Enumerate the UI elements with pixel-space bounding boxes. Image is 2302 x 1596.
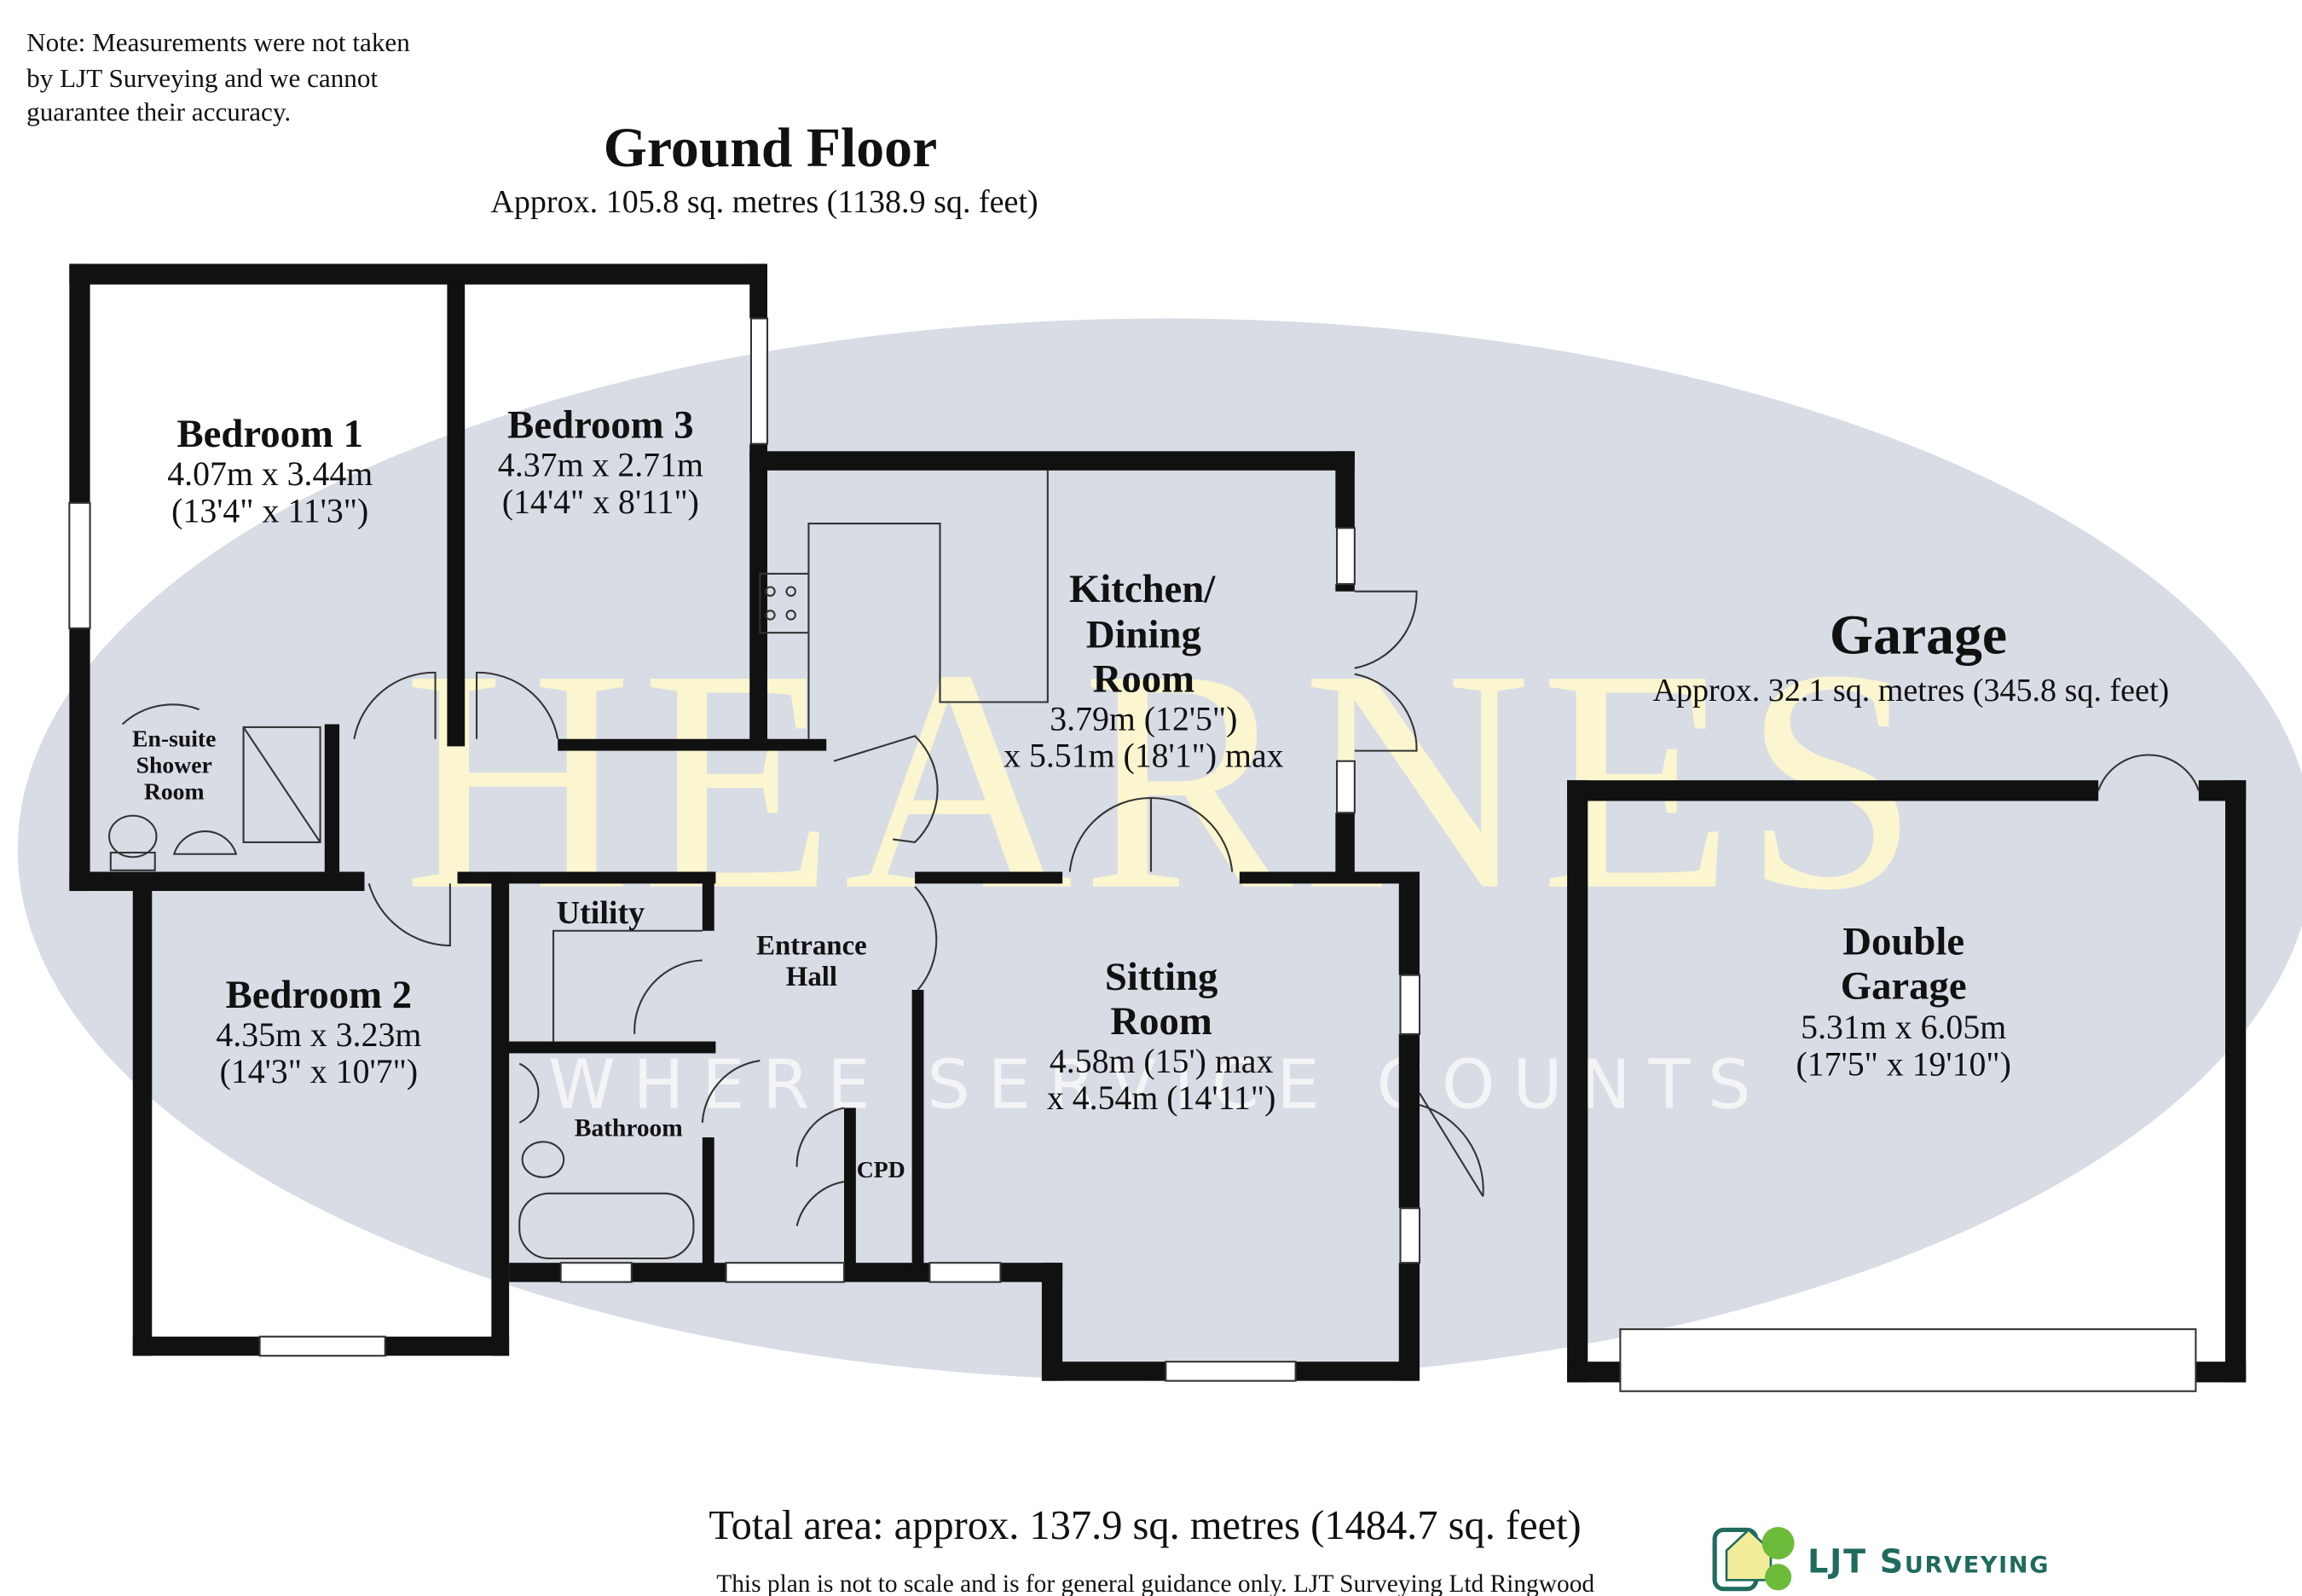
bedroom2-name: Bedroom 2	[226, 973, 412, 1017]
svg-text:En-suite: En-suite	[132, 725, 216, 751]
svg-text:Shower: Shower	[136, 752, 212, 778]
svg-text:Entrance: Entrance	[756, 930, 867, 961]
room-labels: Bedroom 1 4.07m x 3.44m (13'4" x 11'3") …	[132, 403, 2011, 1183]
svg-text:Double: Double	[1842, 919, 1964, 963]
garage-area: Approx. 32.1 sq. metres (345.8 sq. feet)	[1652, 673, 2169, 708]
bedroom1-imperial: (13'4" x 11'3")	[171, 492, 368, 529]
svg-text:x 5.51m (18'1") max: x 5.51m (18'1") max	[1004, 737, 1284, 775]
svg-text:Dining: Dining	[1086, 612, 1201, 656]
svg-text:Room: Room	[1093, 656, 1194, 701]
svg-text:by LJT Surveying and we cannot: by LJT Surveying and we cannot	[26, 63, 378, 93]
bedroom1-name: Bedroom 1	[177, 412, 363, 456]
total-area: Total area: approx. 137.9 sq. metres (14…	[709, 1503, 1581, 1548]
svg-text:(14'3" x 10'7"): (14'3" x 10'7")	[220, 1053, 419, 1090]
bedroom1-metric: 4.07m x 3.44m	[167, 455, 373, 493]
svg-text:4.35m x 3.23m: 4.35m x 3.23m	[216, 1016, 421, 1054]
bedroom3-name: Bedroom 3	[507, 403, 693, 448]
svg-text:Garage: Garage	[1841, 963, 1967, 1008]
watermark-ellipse	[18, 318, 2302, 1381]
svg-text:guarantee their accuracy.: guarantee their accuracy.	[26, 97, 291, 127]
svg-text:Room: Room	[1110, 999, 1212, 1044]
svg-text:Note: Measurements were not ta: Note: Measurements were not taken	[26, 27, 410, 57]
svg-text:Sitting: Sitting	[1105, 955, 1218, 999]
ljt-logo: LJT Surveying	[1712, 1527, 2050, 1592]
svg-text:Utility: Utility	[557, 895, 645, 931]
svg-text:4.58m (15') max: 4.58m (15') max	[1050, 1043, 1274, 1080]
svg-text:Room: Room	[144, 778, 205, 805]
bedroom3-metric: 4.37m x 2.71m	[498, 447, 703, 484]
svg-text:CPD: CPD	[857, 1156, 905, 1183]
watermark-tagline: WHERE SERVICE COUNTS	[548, 1044, 1768, 1124]
bedroom3-imperial: (14'4" x 8'11")	[502, 483, 699, 521]
ground-floor-title: Ground Floor	[604, 117, 938, 179]
doors	[121, 590, 2200, 1227]
garage-title: Garage	[1830, 604, 2007, 666]
fixtures	[108, 470, 1049, 1260]
logo-text: LJT Surveying	[1807, 1543, 2050, 1581]
svg-text:Kitchen/: Kitchen/	[1069, 567, 1216, 611]
measurement-note: Note: Measurements were not taken by LJT…	[26, 27, 410, 126]
ground-floor-area: Approx. 105.8 sq. metres (1138.9 sq. fee…	[490, 184, 1038, 220]
watermark-brand: HEARNES	[403, 604, 1929, 956]
windows	[68, 317, 2197, 1392]
svg-text:5.31m x 6.05m: 5.31m x 6.05m	[1801, 1009, 2006, 1046]
svg-text:3.79m (12'5"): 3.79m (12'5")	[1050, 700, 1237, 737]
disclaimer: This plan is not to scale and is for gen…	[716, 1570, 1594, 1596]
svg-text:(17'5" x 19'10"): (17'5" x 19'10")	[1796, 1045, 2010, 1083]
svg-text:Bathroom: Bathroom	[575, 1114, 683, 1142]
svg-text:Hall: Hall	[786, 962, 837, 992]
svg-text:x 4.54m (14'11"): x 4.54m (14'11")	[1047, 1079, 1275, 1117]
